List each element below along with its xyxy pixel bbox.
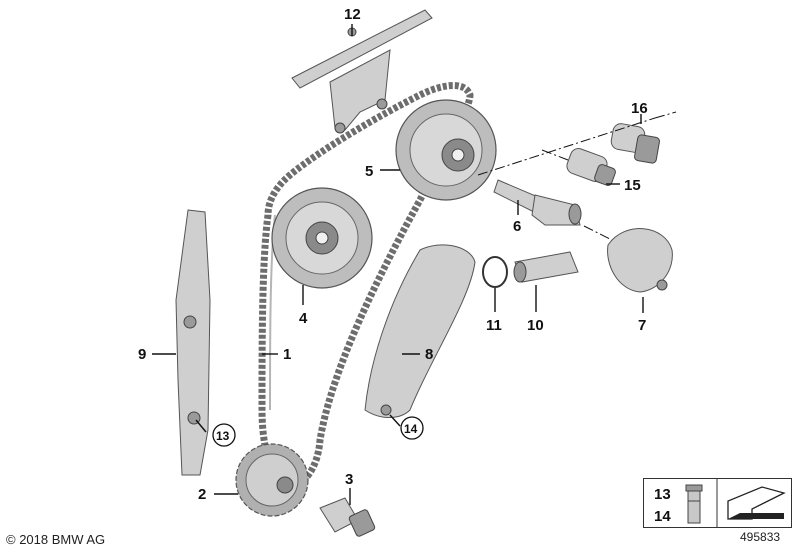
callout-4: 4 (299, 310, 308, 327)
legend-item-13: 13 (654, 486, 671, 503)
legend-item-14: 14 (654, 508, 671, 525)
solenoid-valve-3 (610, 123, 660, 164)
legend-graphic: 13 14 (654, 479, 786, 527)
seal-ring (482, 256, 508, 288)
central-bolt (319, 497, 376, 537)
callout-11: 11 (486, 317, 502, 334)
callout-13-circled: 13 (212, 423, 236, 447)
callout-9: 9 (138, 346, 146, 363)
copyright-text: © 2018 BMW AG (6, 532, 106, 547)
callout-12: 12 (344, 6, 361, 23)
camshaft-adjuster-exhaust (395, 99, 497, 201)
callout-7: 7 (638, 317, 646, 334)
callout-14-circled: 14 (400, 416, 424, 440)
camshaft-adjuster-intake (271, 187, 373, 289)
callout-13: 13 (216, 429, 230, 443)
crankshaft-sprocket (235, 443, 309, 517)
callout-3: 3 (345, 471, 353, 488)
chain-tensioner (513, 251, 579, 283)
diagram-id: 495833 (740, 530, 781, 544)
assembly-line-a (477, 117, 656, 176)
callout-10: 10 (527, 317, 544, 334)
tensioning-rail (175, 209, 211, 476)
callout-6: 6 (513, 218, 521, 235)
callout-15: 15 (624, 177, 641, 194)
vanos-cover (607, 228, 673, 293)
assembly-line-d (654, 111, 677, 119)
bolt-pin-icon (685, 484, 703, 524)
leaders (152, 24, 644, 505)
callout-16: 16 (631, 100, 648, 117)
callout-8: 8 (425, 346, 433, 363)
solenoid-valve (493, 179, 582, 226)
solenoid-valve-2 (566, 148, 616, 186)
guide-rail (364, 244, 476, 418)
callout-1: 1 (283, 346, 291, 363)
legend-box: 13 14 (643, 478, 792, 528)
callout-5: 5 (365, 163, 373, 180)
assembly-line-c (583, 225, 613, 241)
pointer-arrow-icon (727, 486, 786, 520)
assembly-line-b (541, 149, 569, 161)
callout-2: 2 (198, 486, 206, 503)
callout-14: 14 (404, 422, 418, 436)
